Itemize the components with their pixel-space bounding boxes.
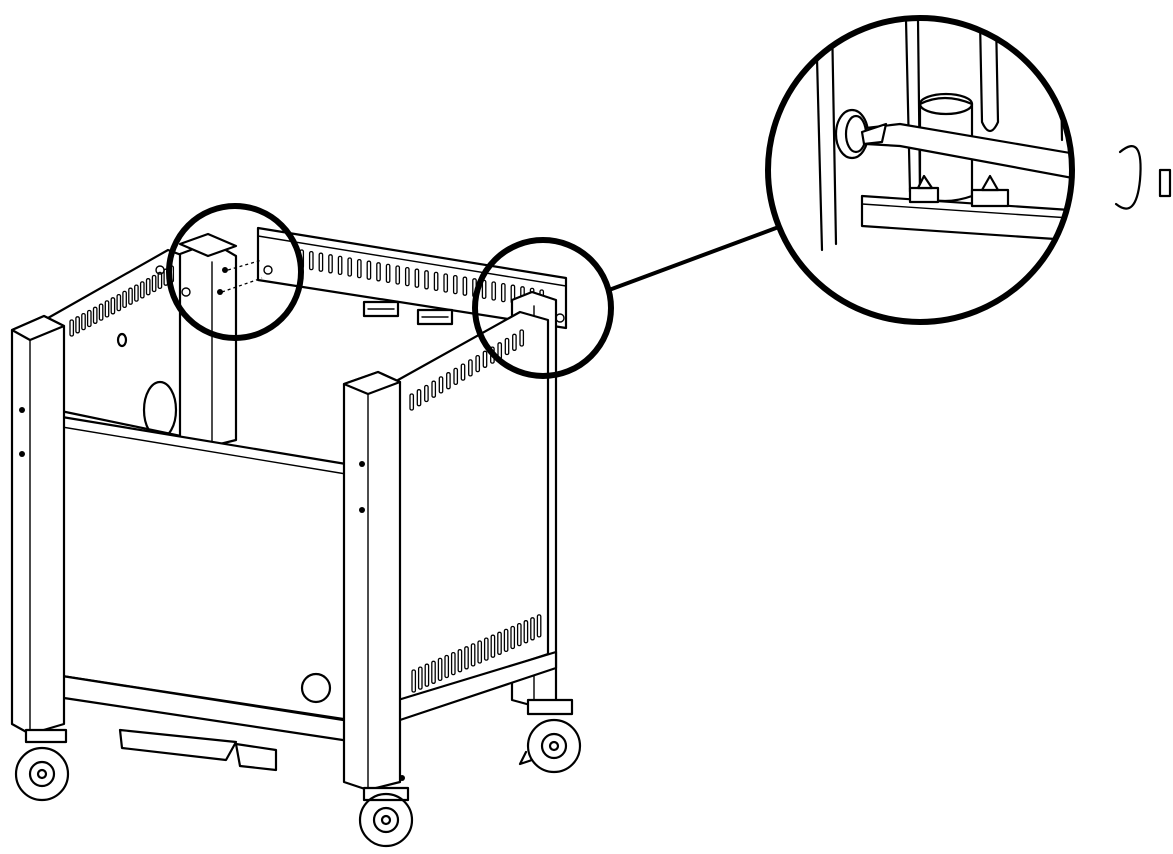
vent-slot [424, 663, 430, 687]
vent-slot [530, 617, 535, 641]
vent-slot [446, 372, 451, 390]
vent-slot [81, 312, 86, 331]
vent-slot [477, 640, 483, 664]
vent-slot [437, 657, 443, 682]
vent-slot [318, 252, 324, 272]
vent-slot [468, 359, 473, 377]
vent-slot [503, 628, 509, 653]
vent-slot [475, 354, 481, 373]
vent-slot [75, 316, 80, 334]
vent-slot [470, 643, 476, 667]
vent-slot [464, 646, 469, 670]
vent-slot [417, 666, 423, 690]
vent-slot [395, 265, 401, 285]
vent-slot [110, 297, 116, 315]
vent-slot [438, 376, 444, 394]
vent-slot [460, 363, 466, 381]
vent-slot [98, 303, 104, 321]
vent-slot [134, 284, 139, 302]
vent-slot [497, 631, 502, 655]
vent-slot [516, 622, 522, 647]
callout-leader-line [607, 226, 778, 292]
vent-slot [151, 274, 157, 293]
vent-slot [416, 389, 422, 407]
vent-slot [453, 367, 459, 386]
front-left-leg [10, 314, 66, 736]
vent-slot [452, 274, 458, 295]
vent-slot [490, 634, 496, 658]
vent-slot [462, 276, 468, 296]
vent-slot [491, 281, 497, 301]
vent-slot [308, 250, 314, 271]
vent-slot [414, 268, 420, 288]
vent-slot [92, 306, 98, 324]
vent-slot [337, 255, 343, 276]
vent-slot [347, 257, 353, 277]
vent-slot [443, 273, 449, 293]
vent-slot [122, 290, 127, 309]
vent-slot [450, 651, 456, 676]
vent-slot [328, 254, 333, 274]
left-side-panel [46, 248, 202, 442]
vent-slot [128, 287, 133, 305]
vent-slot [409, 393, 415, 411]
detail-magnified-view [765, 15, 1172, 325]
vent-slot [356, 258, 362, 279]
vent-slot [444, 654, 450, 679]
caster-front-left [14, 728, 70, 802]
vent-slot [404, 266, 410, 287]
detail-nut-right [970, 174, 1010, 208]
vent-slot [157, 271, 163, 290]
vent-slot [385, 263, 391, 284]
vent-slot [510, 625, 516, 650]
vent-slot [424, 384, 429, 403]
rotation-arrow-icon [1114, 145, 1142, 210]
vent-slot [104, 300, 110, 318]
vent-slot [431, 660, 436, 684]
vent-slot [116, 293, 122, 312]
vent-slot [139, 281, 145, 299]
vent-slot [411, 669, 417, 693]
vent-slot [500, 282, 506, 303]
detail-nut-left [908, 174, 940, 204]
bottom-rail [60, 650, 558, 772]
vent-slot [504, 337, 510, 356]
detail-callout-ring [765, 15, 1075, 325]
screw-alignment-guides [221, 259, 263, 293]
vent-slot [69, 319, 75, 337]
vent-slot [431, 380, 437, 398]
vent-slot [483, 637, 489, 661]
vent-slot [512, 333, 517, 351]
front-right-leg [342, 370, 405, 792]
grill-cart [10, 226, 582, 848]
vent-slot [145, 278, 151, 296]
vent-slot [86, 309, 92, 328]
corner-cap-left [155, 232, 238, 297]
caster-front-right [358, 786, 414, 848]
vent-slot [482, 350, 488, 368]
back-left-leg [178, 240, 238, 450]
vent-slot [536, 614, 542, 638]
caster-back-right [518, 698, 582, 774]
vent-slot [457, 649, 463, 673]
detail-screwdriver [860, 122, 1072, 198]
vent-slot [376, 262, 381, 282]
right-corner-callout [472, 237, 614, 379]
vent-slot [433, 271, 439, 292]
vent-slot [424, 270, 429, 290]
back-rail [256, 226, 568, 330]
front-door-panel [54, 414, 352, 722]
right-side-panel [396, 310, 550, 702]
vent-slot [523, 620, 529, 644]
center-brackets [362, 300, 454, 326]
vent-slot [366, 260, 372, 280]
screwdriver-handle-end [1158, 168, 1172, 198]
left-corner-callout [166, 203, 304, 341]
vent-slot [519, 329, 525, 347]
vent-slot [481, 279, 487, 300]
